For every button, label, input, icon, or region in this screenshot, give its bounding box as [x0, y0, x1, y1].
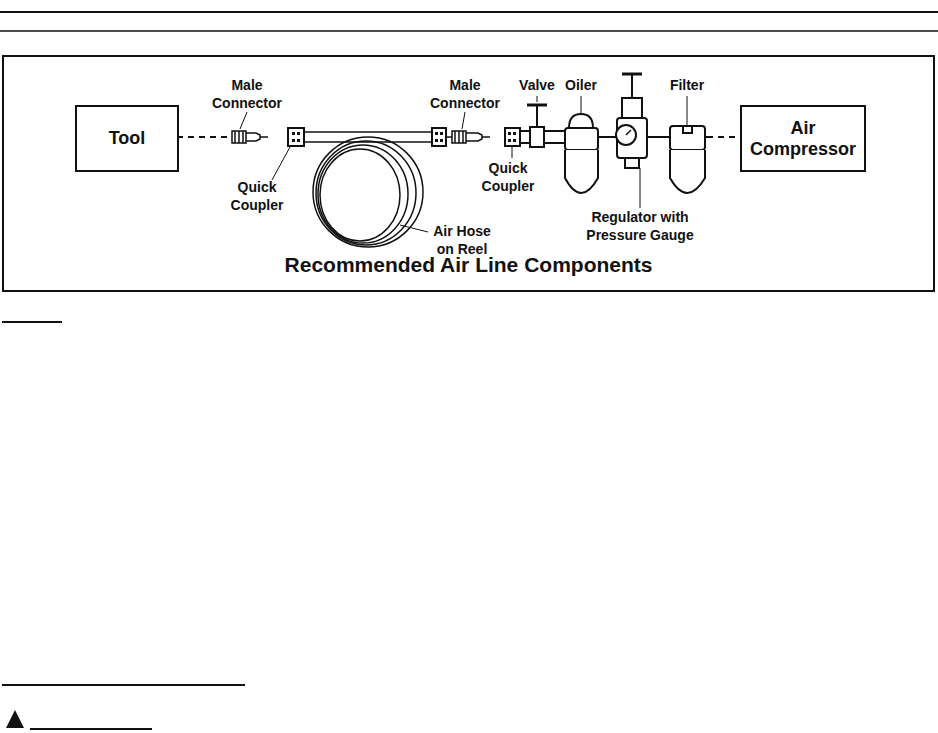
- oiler: [565, 96, 598, 193]
- part-label: Oiler: [551, 76, 611, 94]
- part-label: Valve: [507, 76, 567, 94]
- box-label: Tool: [109, 128, 146, 149]
- part-label: Regulator with Pressure Gauge: [577, 208, 703, 244]
- quick-coupler-left: [288, 128, 304, 146]
- part-label: Air Hose on Reel: [425, 222, 499, 258]
- quick-coupler-mid: [432, 128, 446, 146]
- air-hose-reel: [304, 132, 432, 247]
- page-rules: [0, 12, 938, 729]
- male-connector-left: [232, 131, 268, 143]
- dashed-links: [177, 136, 738, 138]
- part-label: Quick Coupler: [215, 178, 299, 214]
- part-label: Filter: [657, 76, 717, 94]
- box-label: Air Compressor: [750, 118, 856, 159]
- filter: [647, 96, 707, 193]
- compressor-box: Air Compressor: [740, 105, 866, 172]
- valve: [520, 105, 565, 147]
- quick-coupler-right: [505, 128, 520, 158]
- part-label: Quick Coupler: [466, 159, 550, 195]
- tool-box: Tool: [75, 105, 179, 172]
- male-connector-right: [446, 131, 490, 143]
- regulator: [598, 74, 647, 208]
- part-label: Male Connector: [202, 76, 292, 112]
- part-label: Male Connector: [420, 76, 510, 112]
